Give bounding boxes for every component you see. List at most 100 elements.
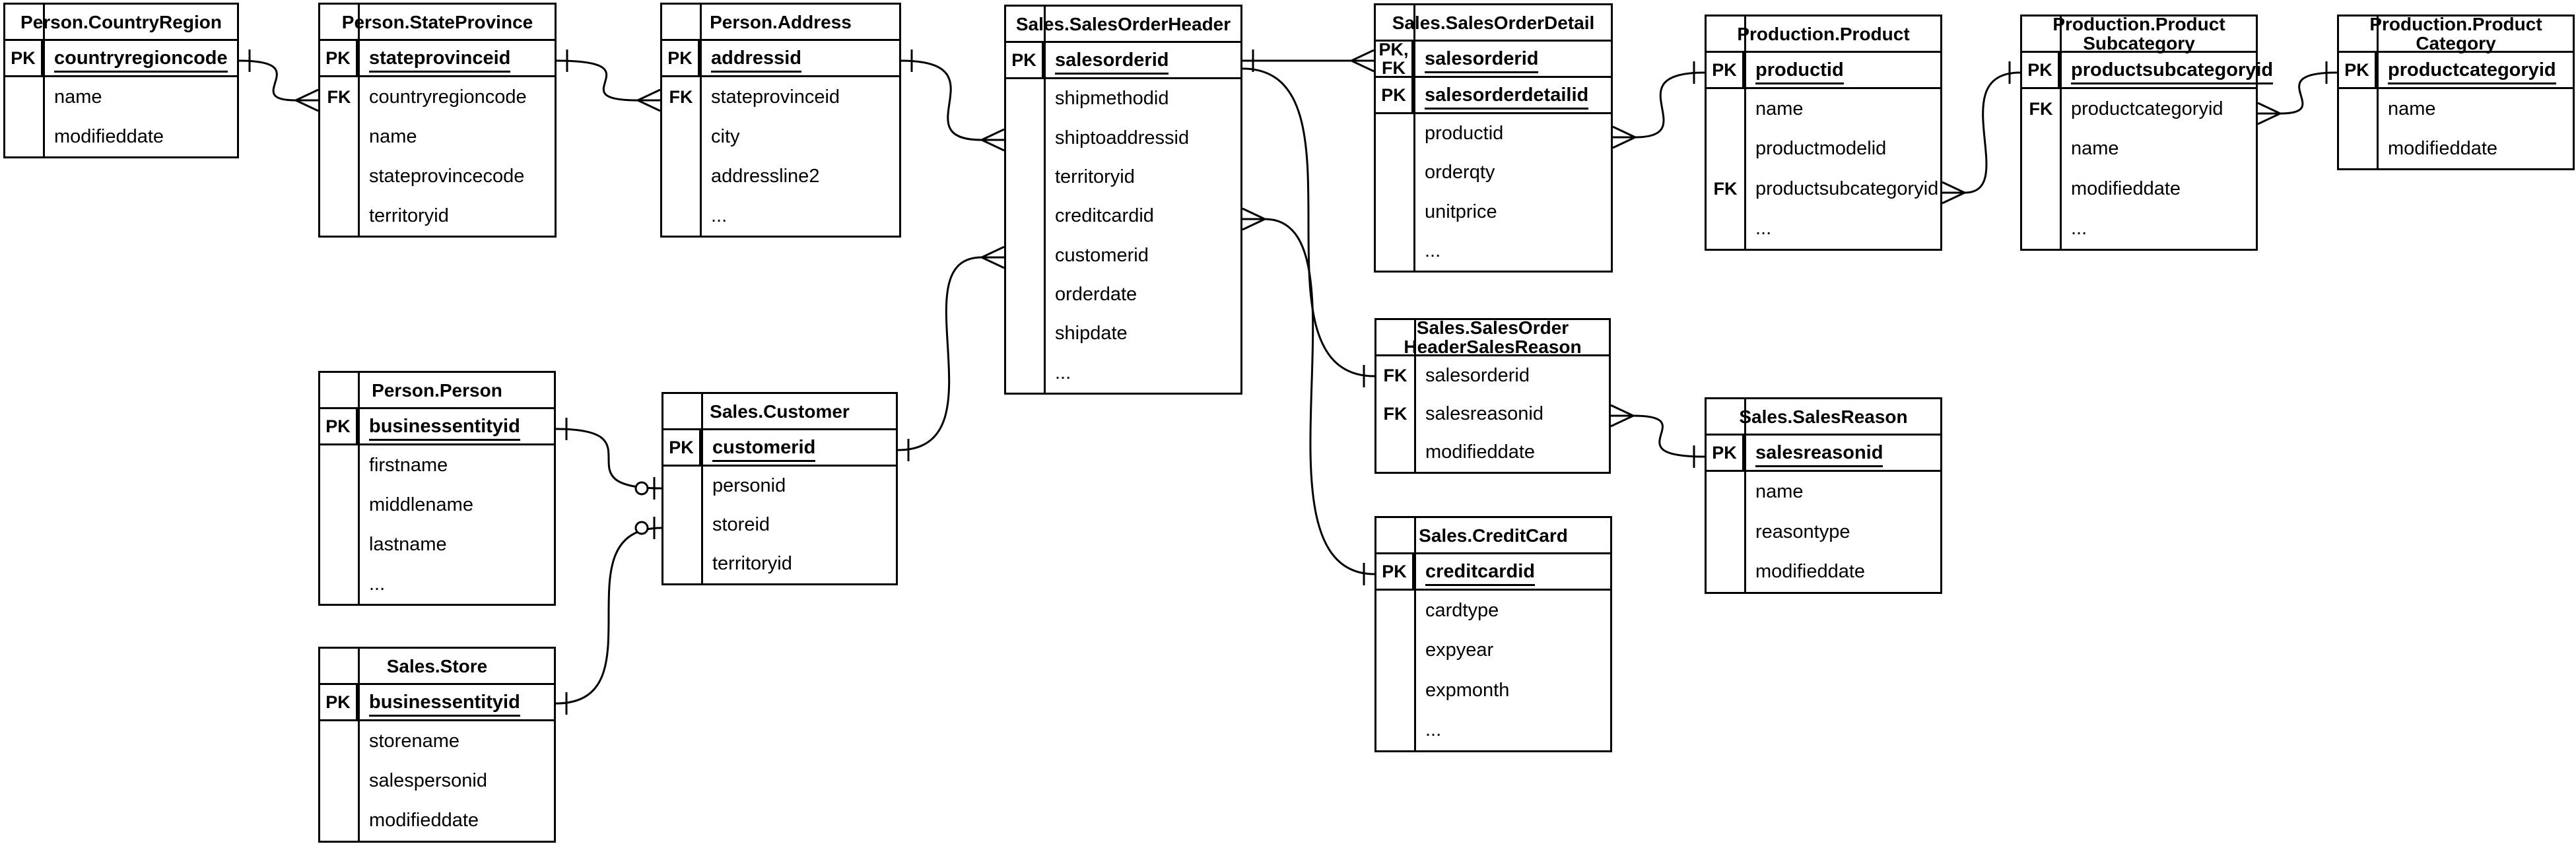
primary-key-field: productid [1744,59,1844,84]
field-row: creditcardid [1006,197,1240,236]
key-label: PK [663,430,701,465]
primary-key-field: countryregioncode [43,47,228,73]
key-label: PK [1707,436,1744,470]
key-label [1707,129,1744,170]
field-row: firstname [320,445,554,485]
relationship-line[interactable] [897,256,982,451]
many-crowfoot-marker [981,128,1005,152]
field-row: cardtype [1376,591,1610,631]
key-label [1006,158,1044,197]
relationship-line[interactable] [1242,67,1375,377]
table-title-line: Sales.Customer [710,401,850,422]
relationship-line[interactable] [238,59,296,102]
relationship-line[interactable] [2280,71,2338,115]
table-title: Production.Product [1707,16,1940,53]
primary-key-field: salesorderid [1044,49,1169,75]
field-name: shipdate [1055,323,1128,344]
key-label: FK [327,87,351,107]
field-name: middlename [369,494,473,515]
key-column-divider [358,373,360,604]
relationship-person-customer[interactable] [555,418,662,500]
relationship-salesorderdetail-product[interactable] [1612,61,1705,149]
key-label [1707,472,1744,512]
relationship-line[interactable] [556,59,638,102]
relationship-line[interactable] [1635,71,1705,139]
field-name: modifieddate [369,810,479,831]
relationship-productsubcategory-productcategory[interactable] [2257,61,2338,125]
field-row: shipmethodid [1006,79,1240,118]
primary-key-field: stateprovinceid [358,47,511,73]
primary-key-field-name: salesorderid [1425,48,1539,73]
field-name: name [2071,138,2119,160]
field-row: name [2339,89,2573,129]
relationship-line[interactable] [555,527,662,705]
primary-key-field-name: countryregioncode [54,47,228,73]
relationship-customer-salesorderheader[interactable] [897,245,1005,461]
relationship-line[interactable] [555,428,662,490]
relationship-line[interactable] [1633,414,1705,458]
relationship-product-productsubcategory[interactable] [1942,61,2021,205]
key-label: FK [2029,99,2053,119]
table-title: Sales.Store [320,649,554,685]
key-label: PK [320,41,358,75]
key-label: PK [2339,53,2377,87]
key-label [320,525,358,564]
primary-key-field: productcategoryid [2377,59,2556,84]
key-label [1006,79,1044,118]
key-label [320,156,358,196]
key-label [320,485,358,525]
relationship-line[interactable] [900,59,982,141]
key-label [2022,169,2060,209]
key-column-divider [1744,16,1746,249]
field-row: middlename [320,485,554,525]
primary-key-field-name: creditcardid [1425,560,1535,586]
primary-key-field: salesreasonid [1744,441,1883,467]
relationship-address-salesorderheader[interactable] [900,49,1005,152]
field-name: territoryid [712,553,792,574]
relationship-headersalesreason-salesreason[interactable] [1610,404,1705,468]
relationship-salesorderheader-salesorderdetail[interactable] [1242,49,1374,73]
key-label [663,544,701,583]
primary-key-field-name: productsubcategoryid [2071,59,2274,84]
relationship-creditcard-salesorderheader[interactable] [1242,207,1375,585]
primary-key-field-name: productid [1755,59,1844,84]
relationship-line[interactable] [1964,71,2021,194]
relationship-line[interactable] [1264,218,1375,575]
relationship-stateprovince-address[interactable] [556,49,661,112]
field-name: modifieddate [2071,178,2181,199]
relationship-countryregion-stateprovince[interactable] [238,49,319,112]
field-name: name [1755,480,1804,502]
field-row: customerid [1006,236,1240,275]
field-name: salesorderid [1425,364,1530,386]
field-row: reasontype [1707,512,1940,552]
relationship-store-customer[interactable] [555,517,662,715]
key-label: PK [5,41,43,75]
field-row: orderdate [1006,275,1240,314]
field-row: salespersonid [320,761,554,800]
relationship-salesorderheader-headersalesreason[interactable] [1242,67,1375,387]
key-column-divider [1414,320,1416,472]
